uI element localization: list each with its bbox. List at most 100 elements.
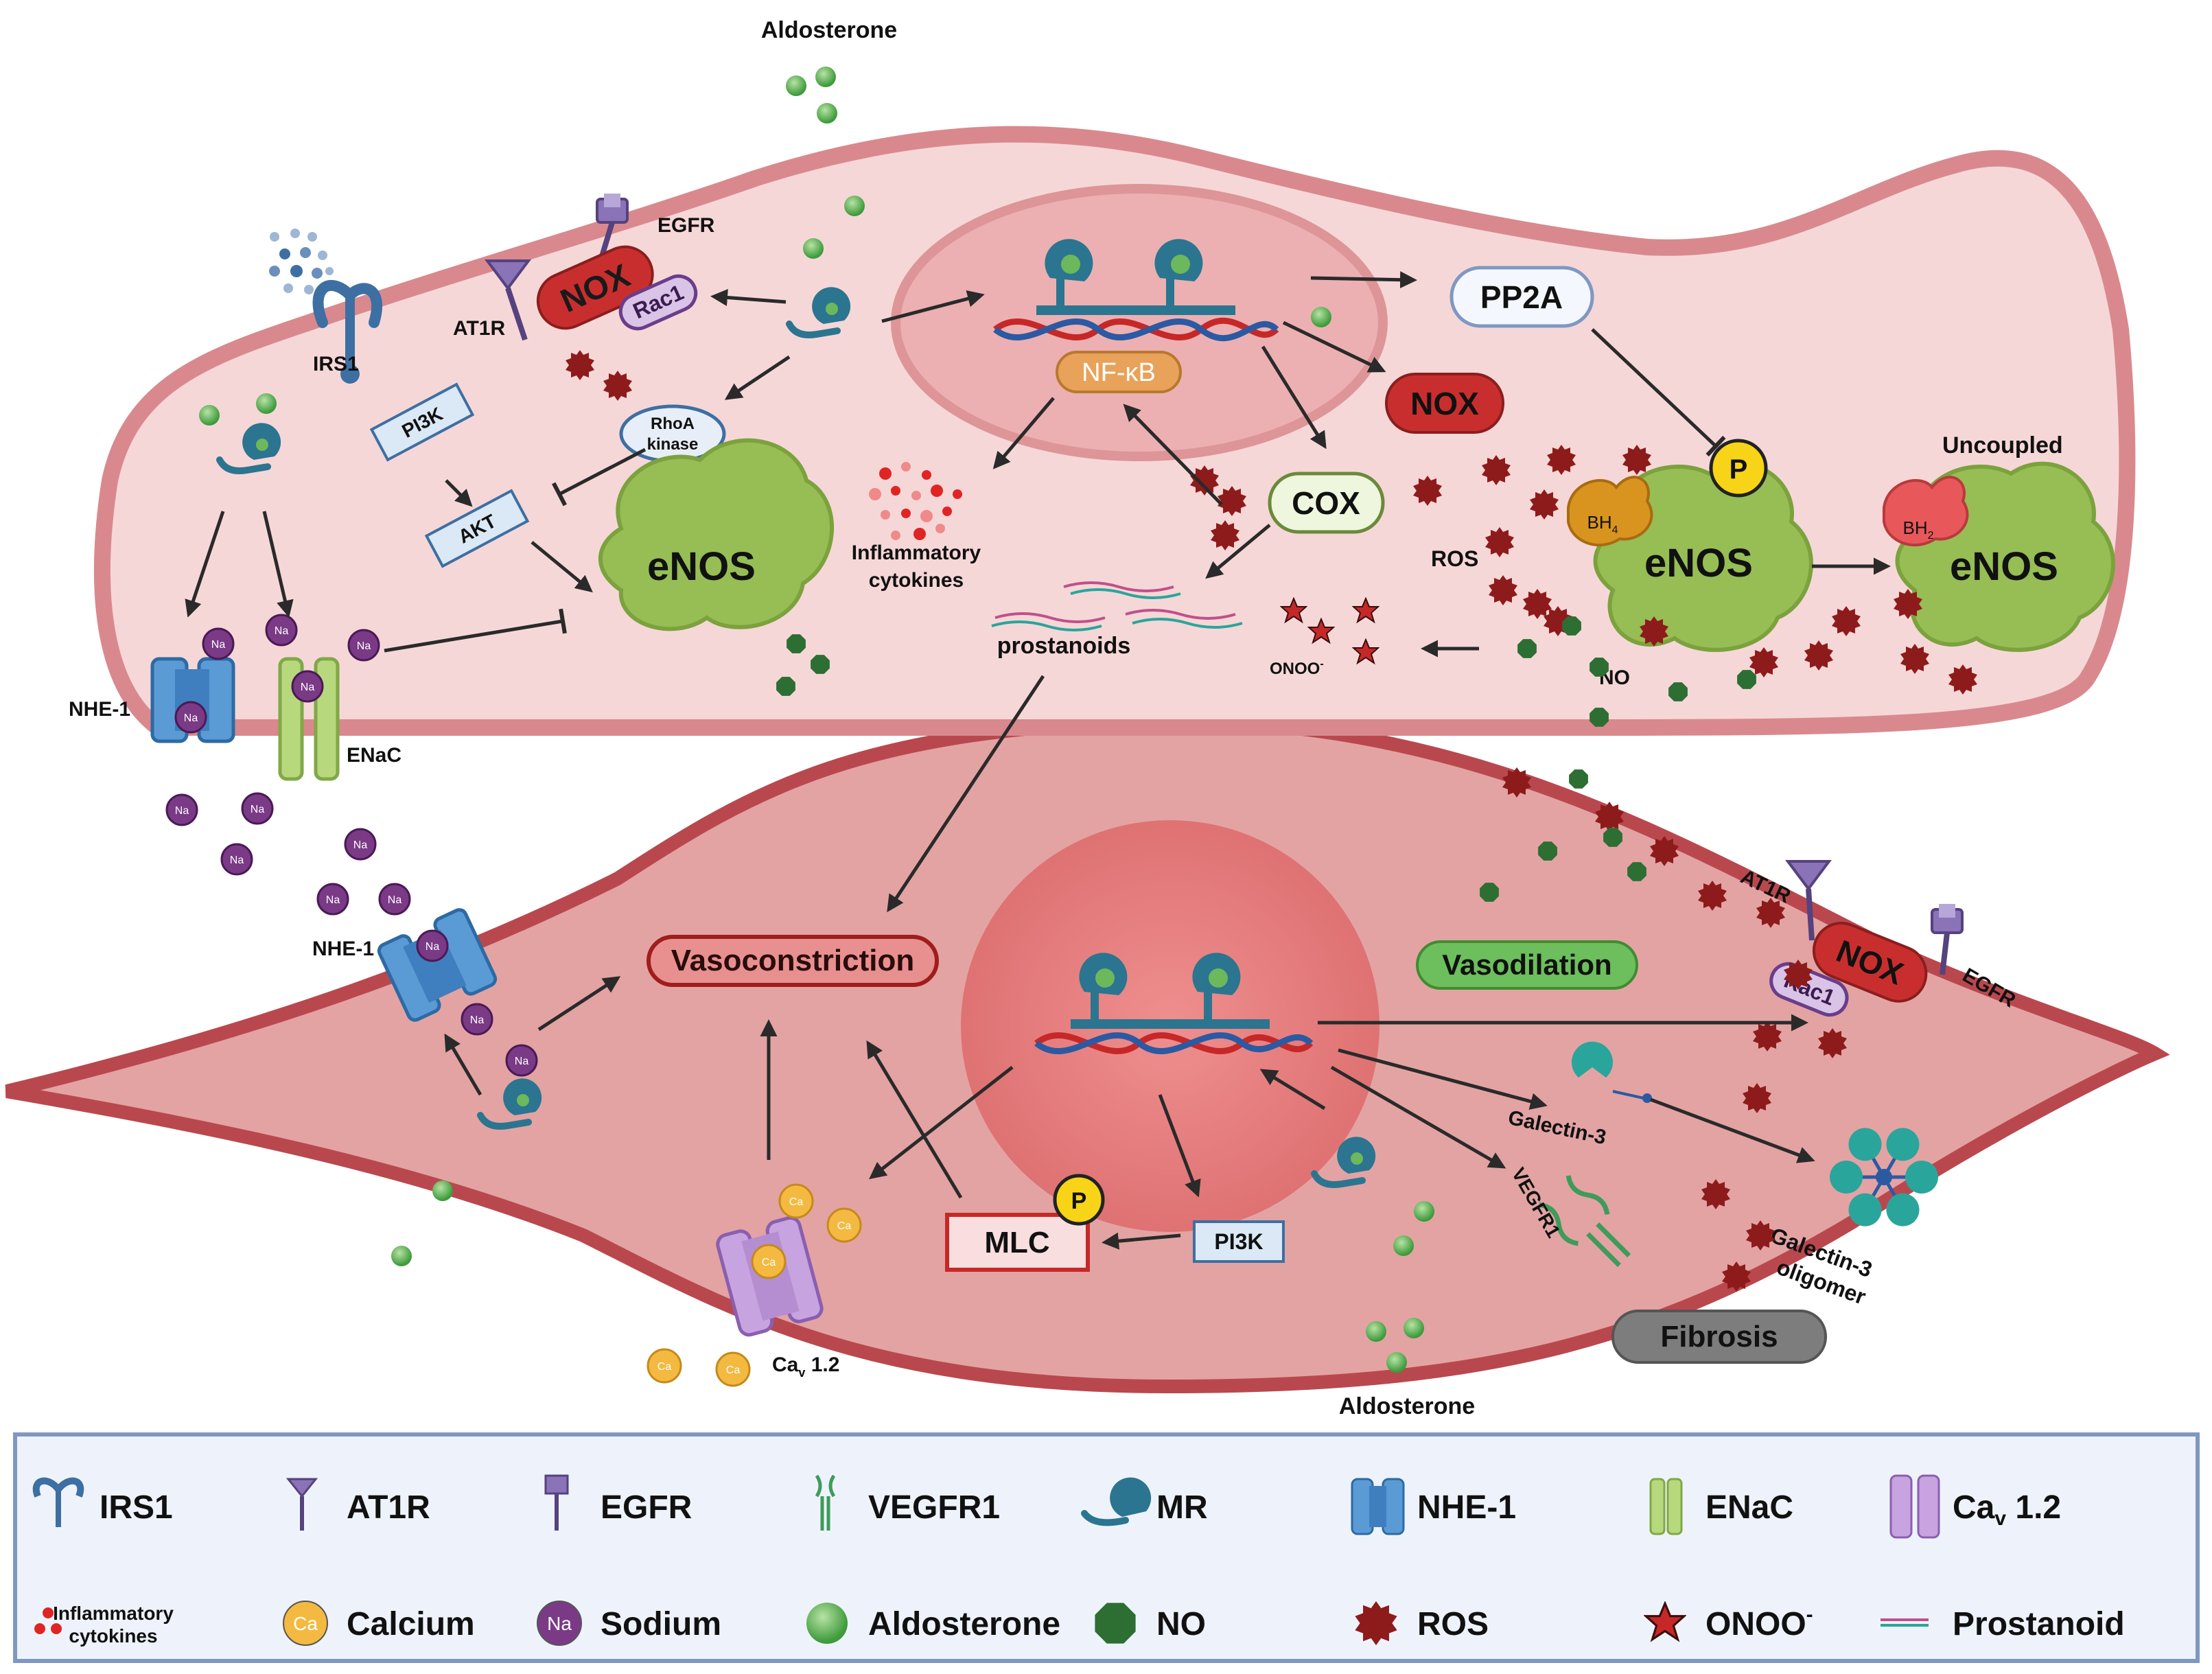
cytokine-dot [911,491,921,500]
calcium-ion-text: Ca [657,1361,672,1373]
vegfr1-icon [1539,1175,1631,1268]
sodium-ion-text: Na [326,894,340,906]
cytokine-dot [913,528,926,540]
aldosterone-molecule [1404,1318,1424,1338]
mr-bound-aldosterone [1351,1152,1363,1165]
arrow-layer [185,271,1891,1250]
sodium-ion-text: Na [357,640,371,652]
cytokine-dot [922,470,931,480]
legend-label: ONOO- [1705,1603,1813,1642]
bh2-cofactor: BH2 [1883,476,1969,546]
arrow [262,511,294,618]
arrow [869,1066,1014,1180]
inhibition-line [384,619,563,653]
legend-enac-right [1666,1478,1683,1535]
legend-cyto-dot [43,1607,54,1618]
legend-item: ONOO- [1644,1602,1813,1642]
mr-receptor [216,423,281,474]
legend-ion-text: Ca [293,1613,318,1634]
oligomer-unit [1886,1193,1920,1227]
mr-receptor [477,1078,542,1130]
cytokine-dot [953,489,962,499]
aldosterone-molecule [1386,1352,1407,1373]
arrow [881,290,985,323]
sodium-ion: Na [316,883,349,916]
sodium-ion-text: Na [275,625,289,637]
mr-receptor-tail [1311,1170,1366,1188]
fibrosis-node: Fibrosis [1611,1310,1827,1364]
egfr-label: EGFR [657,214,715,237]
sodium-ion: Na [505,1044,538,1077]
sodium-ion-body [505,1044,538,1077]
arrow [1259,1069,1326,1111]
arrow [1282,321,1386,373]
aldosterone-molecule [256,393,277,414]
onoo-sup: - [1320,658,1323,670]
legend-nhe1-core [1369,1486,1386,1527]
arrow [1330,1065,1506,1169]
oligomer-unit [1886,1128,1920,1161]
sodium-ion-text: Na [470,1014,485,1026]
arrow [1158,1094,1201,1198]
aldosterone-molecule [432,1181,453,1201]
p-label: P [1730,454,1748,485]
aldosterone-molecule [815,67,836,87]
bh4-sub: 4 [1612,524,1618,536]
sodium-ion-text: Na [301,682,315,693]
mr-receptor [786,287,851,338]
sodium-ion-text: Na [353,839,368,851]
calcium-ion: Ca [715,1351,751,1387]
legend-label: IRS1 [100,1489,173,1526]
pi3k-box-ec: PI3K [369,382,475,462]
nox-membrane-complex: NOX Rac1 [536,245,698,331]
sodium-ion: Na [202,627,235,660]
legend-label: NO [1156,1606,1206,1642]
arrow [887,675,1045,913]
bh4-label: BH4 [1587,512,1618,536]
legend-cav-left [1889,1474,1913,1539]
calcium-ion: Ca [826,1207,862,1243]
legend-cav-right [1917,1474,1940,1539]
legend-label: Sodium [601,1606,721,1642]
bh4-cofactor: BH4 [1567,476,1653,546]
galectin3-oligomer-icon [1830,1128,1938,1227]
calcium-ion-body [715,1351,751,1387]
vegfr1-icon [815,1474,836,1531]
legend-label: MR [1156,1489,1208,1526]
legend-enac-left [1649,1478,1666,1535]
legend-label-rest: 1.2 [2006,1489,2061,1526]
rhoa-label-1: RhoA [651,415,695,433]
arrow [710,289,787,306]
legend-label: EGFR [601,1489,692,1526]
legend-cyto-dot [51,1623,62,1634]
sodium-ion-text: Na [515,1056,529,1067]
nfkb-label: NF-κB [1082,358,1156,387]
egfr-icon [544,1474,569,1531]
sodium-ion-body [316,883,349,916]
prostanoids-label: prostanoids [997,633,1131,659]
inhibition-bar [552,482,567,507]
legend-label: Calcium [347,1606,475,1642]
sodium-ion: Na [165,793,198,826]
sodium-ion-body [416,929,449,962]
inhibition-bar [559,608,567,634]
pi3k-box-vsmc: PI3K [1193,1220,1285,1263]
legend-label: VEGFR1 [868,1489,1000,1526]
cytokine-dot [891,531,900,540]
onoo-label: ONOO- [1270,658,1324,678]
sodium-ion-body [344,828,377,861]
calcium-ion-body [778,1183,814,1219]
calcium-ion-text: Ca [726,1364,741,1376]
pp2a-node: PP2A [1450,266,1594,328]
no-molecule [1517,639,1537,658]
oligomer-unit [1848,1193,1882,1227]
arrow [1650,1097,1815,1163]
aldosterone-molecule [1414,1201,1434,1222]
nhe1-label: NHE-1 [69,698,130,721]
nhe1-label: NHE-1 [312,938,374,960]
sodium-ion: Na [461,1003,493,1036]
mr-receptor-tail [786,321,841,338]
vsmc-dna-complex [1034,953,1314,1055]
